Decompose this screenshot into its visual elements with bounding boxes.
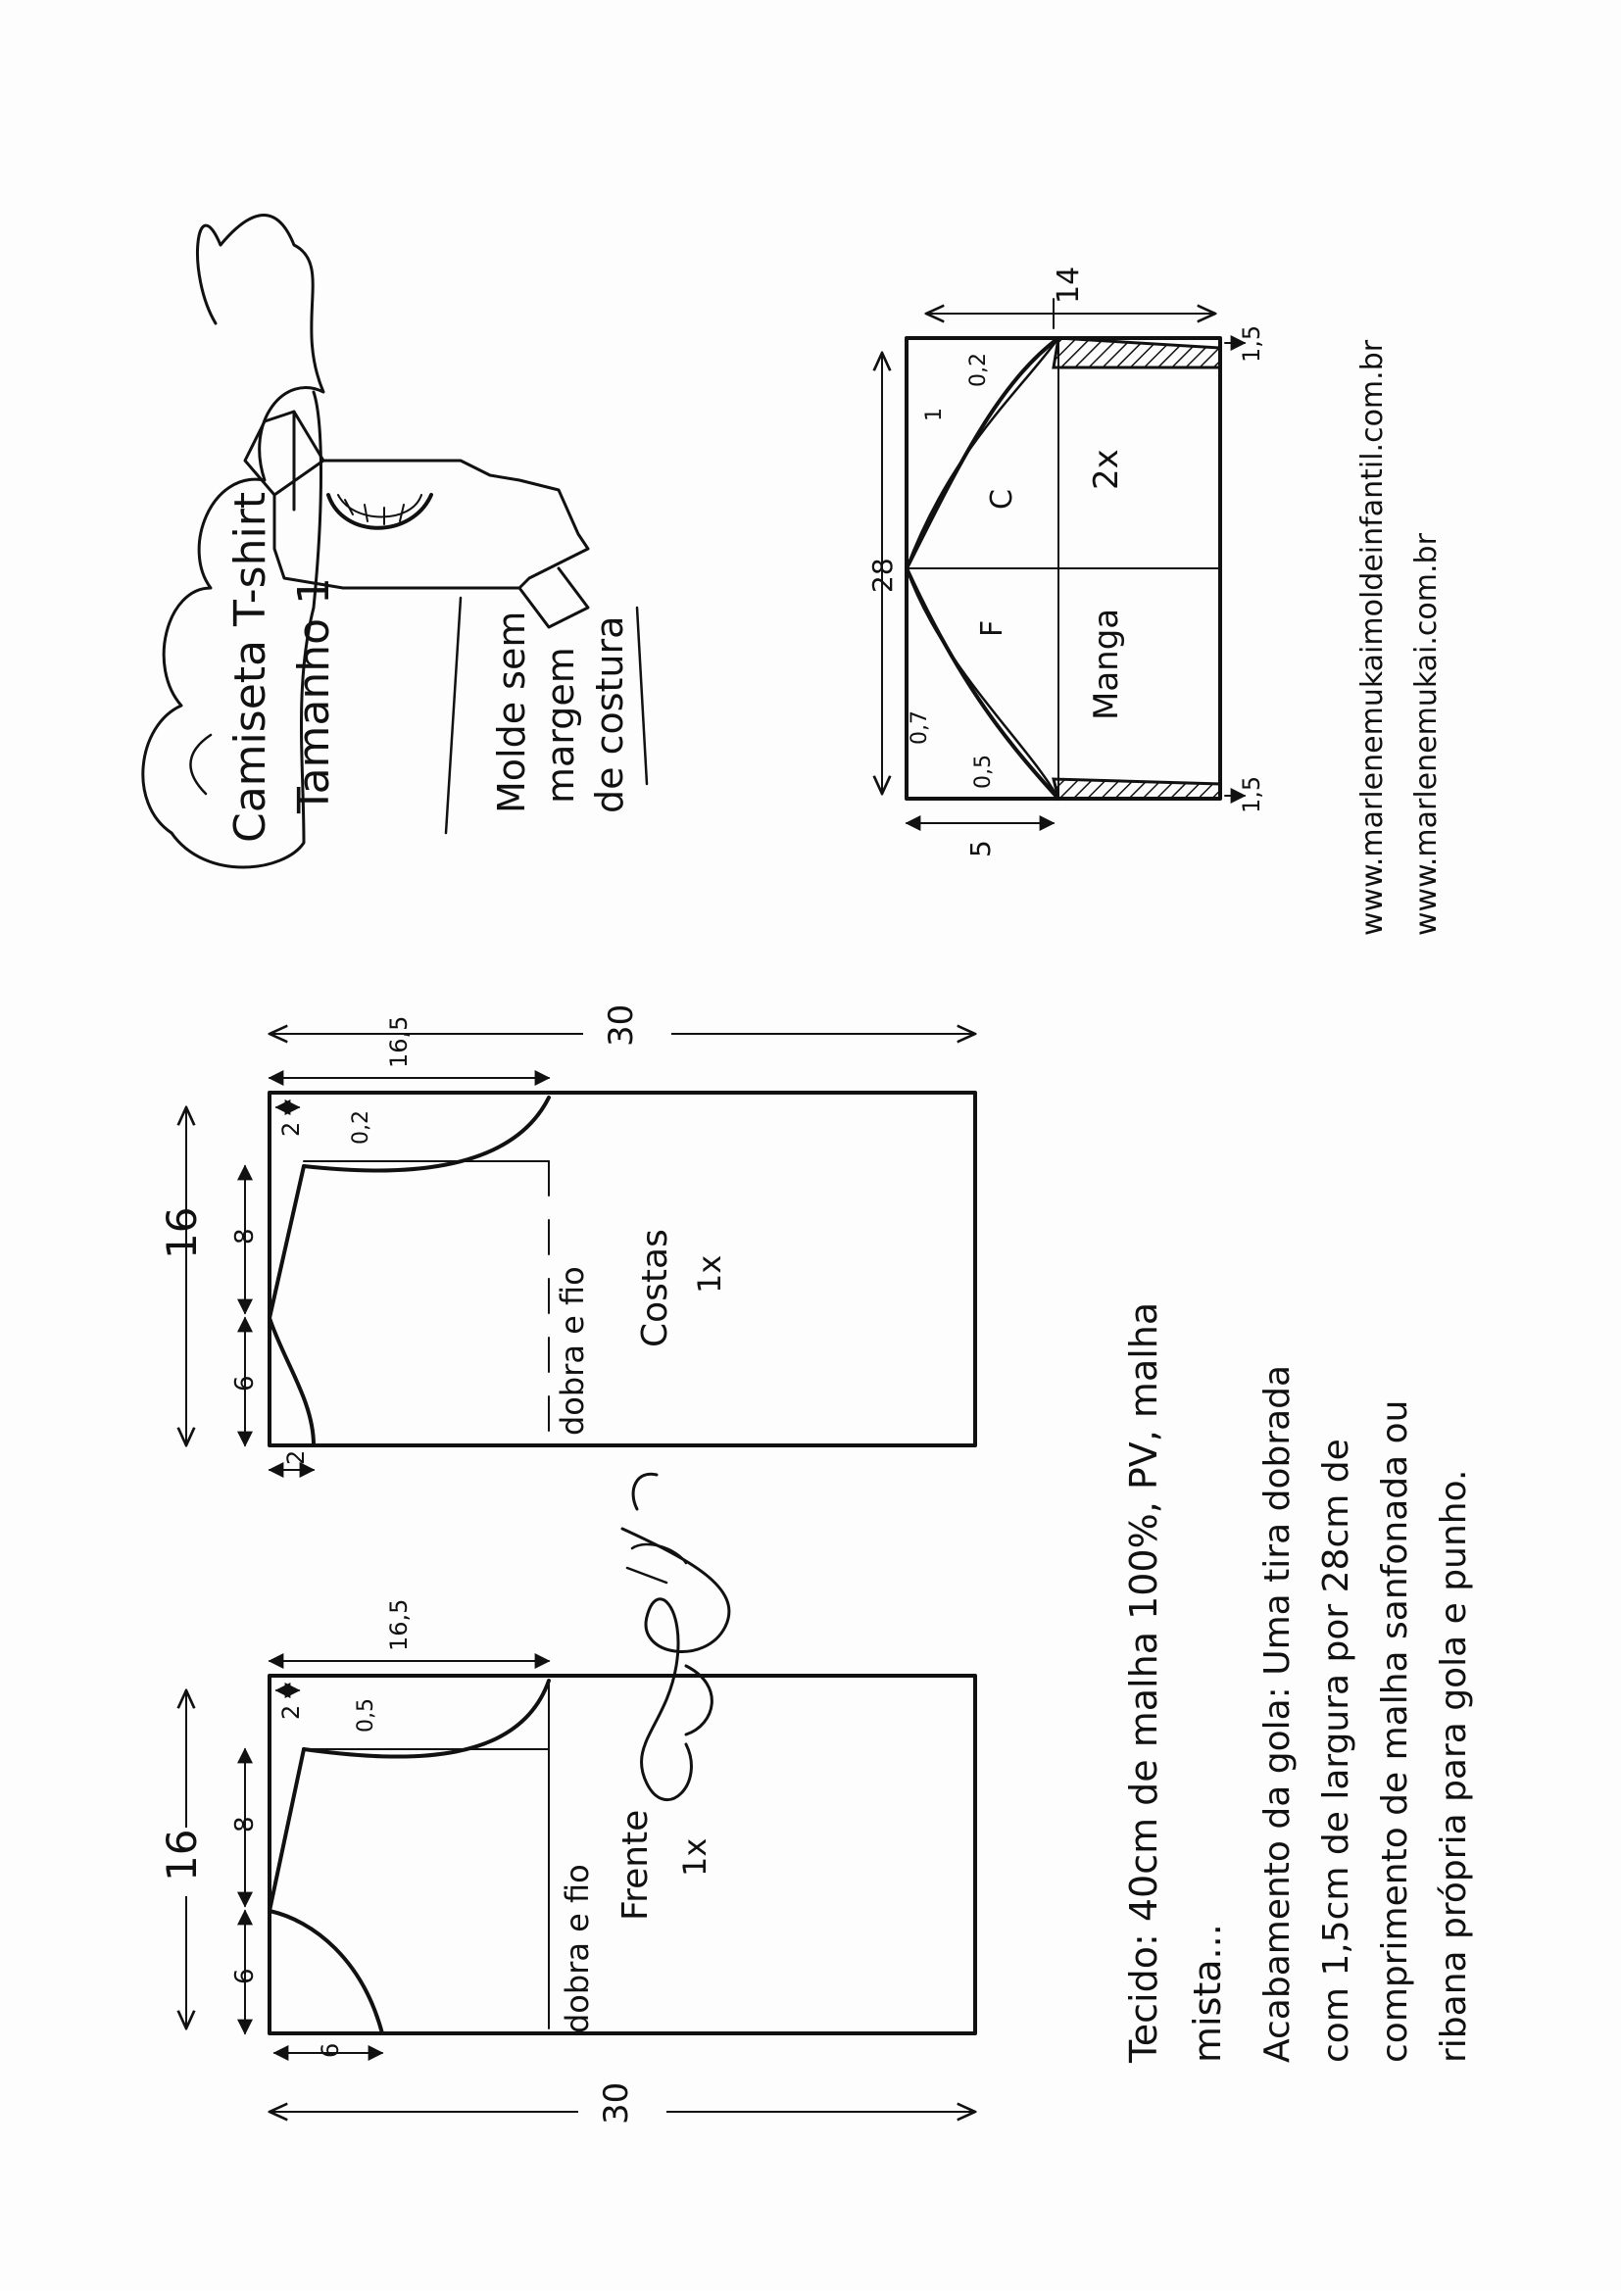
back-piece-outline <box>268 1091 977 1447</box>
front-fold-label: dobra e fio <box>559 1864 596 2033</box>
signature <box>620 1472 731 1802</box>
back-shoulder: 8 <box>230 1228 260 1245</box>
sleeve-hem-hatch-top <box>1052 336 1222 369</box>
sleeve-curve-front-outer: 0,7 <box>908 710 932 745</box>
sleeve-back-letter: C <box>985 489 1019 510</box>
note-line3: de costura <box>588 616 631 813</box>
front-piece-count: 1x <box>676 1838 713 1877</box>
websites: www.marlenemukaimoldeinfantil.com.br www… <box>1355 339 1444 936</box>
back-neck-drop: 2 <box>282 1450 310 1465</box>
finish-line3: comprimento de malha sanfonada ou <box>1375 1400 1415 2063</box>
sleeve-count: 2x <box>1087 449 1126 490</box>
front-shoulder: 8 <box>230 1816 260 1832</box>
sleeve-curve-back-outer: 0,2 <box>966 353 991 387</box>
website-line1: www.marlenemukaimoldeinfantil.com.br <box>1355 339 1390 936</box>
finish-info: Acabamento da gola: Uma tira dobrada com… <box>1257 1365 1474 2063</box>
back-length: 30 <box>602 1004 641 1047</box>
back-neck-curve <box>268 1316 316 1447</box>
sleeve-width-label: 28 <box>866 558 899 593</box>
front-shoulder-line <box>268 1747 306 1913</box>
sleeve-hem-hatch-bottom <box>1052 777 1222 801</box>
sleeve-curve-back-inner: 1 <box>922 408 947 421</box>
sleeve-front-letter: F <box>975 620 1009 637</box>
front-armhole-curve <box>302 1679 551 1759</box>
front-pattern-piece: Frente 1x dobra e fio 16 6 8 6 2 16,5 0,… <box>158 1599 977 2136</box>
finish-line4: ribana própria para gola e punho. <box>1434 1470 1474 2063</box>
back-neck-width: 6 <box>230 1375 260 1392</box>
fabric-line2: mista... <box>1186 1924 1229 2063</box>
website-line2: www.marlenemukai.com.br <box>1409 532 1444 936</box>
front-length: 30 <box>597 2082 636 2125</box>
sleeve-curve-front-inner: 0,5 <box>971 755 996 789</box>
sleeve-side-height: 5 <box>964 840 997 857</box>
title-cloud: Camiseta T-shirt Tamanho 1 <box>141 214 339 869</box>
front-neck-drop: 6 <box>317 2043 344 2058</box>
sleeve-pattern: Manga 2x F C 28 14 5 1,5 1,5 0,5 0,7 1 0… <box>866 267 1265 857</box>
seam-allowance-note: Molde sem margem de costura <box>444 596 649 835</box>
front-neck-curve <box>268 1909 384 2035</box>
sleeve-cap-guide <box>905 336 1060 801</box>
back-shoulder-drop: 2 <box>277 1122 305 1137</box>
front-shoulder-drop: 2 <box>277 1705 305 1720</box>
back-pattern-piece: Costas 1x dobra e fio 16 6 8 2 2 16,5 0,… <box>158 1004 977 1478</box>
back-shoulder-line <box>268 1164 306 1320</box>
back-armhole-curve <box>302 1096 551 1173</box>
fabric-line1: Tecido: 40cm de malha 100%, PV, malha <box>1122 1302 1165 2064</box>
fabric-info: Tecido: 40cm de malha 100%, PV, malha mi… <box>1122 1302 1229 2064</box>
finish-line2: com 1,5cm de largura por 28cm de <box>1316 1439 1356 2063</box>
tshirt-sketch <box>243 410 590 629</box>
front-piece-outline <box>268 1674 977 2035</box>
note-line2: margem <box>539 647 582 804</box>
front-piece-name: Frente <box>615 1810 656 1921</box>
front-width-label: 16 <box>158 1830 206 1881</box>
finish-line1: Acabamento da gola: Uma tira dobrada <box>1257 1365 1298 2063</box>
sleeve-hem-left: 1,5 <box>1238 776 1265 813</box>
title-line1: Camiseta T-shirt <box>225 492 275 843</box>
back-armhole-depth: 16,5 <box>385 1016 413 1068</box>
note-line1: Molde sem <box>490 611 533 813</box>
title-line2: Tamanho 1 <box>289 577 339 814</box>
front-armhole-depth: 16,5 <box>385 1599 413 1651</box>
back-width-label: 16 <box>158 1207 206 1259</box>
sleeve-top-cap-label: 14 <box>1052 267 1086 304</box>
back-piece-name: Costas <box>635 1229 675 1347</box>
sleeve-label: Manga <box>1087 609 1126 720</box>
back-piece-count: 1x <box>691 1255 728 1294</box>
back-fold-label: dobra e fio <box>554 1266 591 1436</box>
front-armhole-curve: 0,5 <box>354 1698 378 1733</box>
front-neck-width: 6 <box>230 1968 260 1984</box>
back-armhole-curve: 0,2 <box>349 1110 373 1145</box>
